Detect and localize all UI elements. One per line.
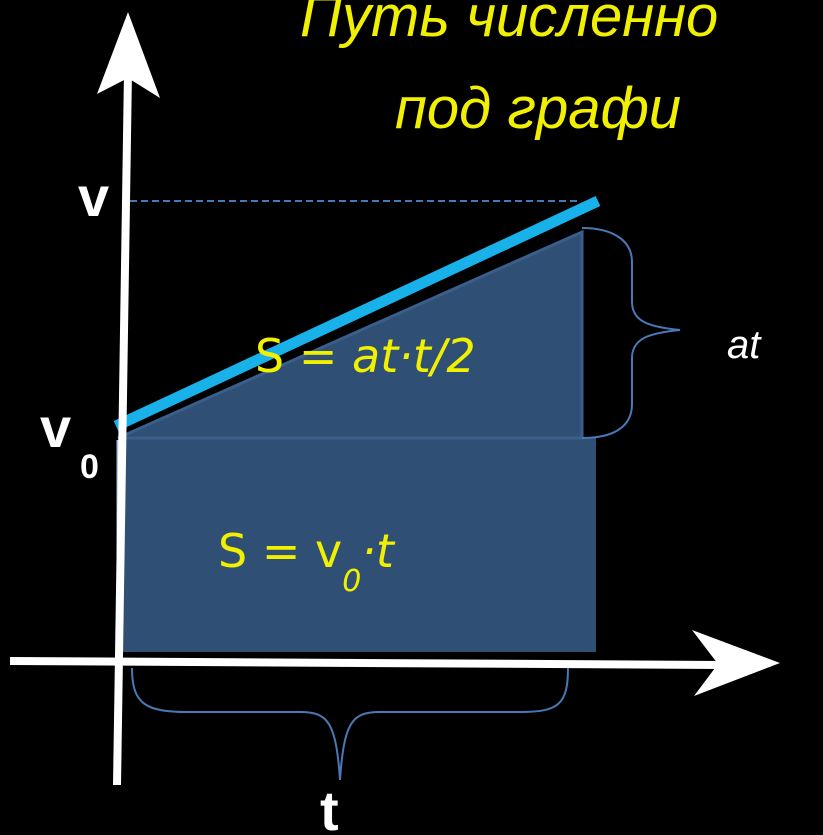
rectangle-area-formula: S = v0·t [218,524,396,599]
title-line-1: Путь численно [300,0,718,49]
at-brace-label: at [727,323,762,367]
rectangle-formula-prefix: S = v [218,524,342,578]
v0-label-subscript: 0 [80,448,99,486]
triangle-area-formula: S = at·t/2 [255,329,476,383]
x-axis-label: t [320,779,339,835]
at-brace [581,227,681,439]
y-axis [113,71,132,786]
velocity-line [113,196,601,431]
triangle-area [117,229,584,440]
rectangle-formula-subscript: 0 [342,564,361,599]
t-brace [131,667,569,781]
rectangle-formula-suffix: ·t [361,524,396,578]
y-axis-arrowhead [97,12,160,98]
triangle-formula-prefix: S = [255,329,352,383]
x-axis-arrowhead [692,630,780,696]
v0-label: v [40,396,71,459]
x-axis [9,657,723,669]
title-line-2: под графи [395,76,681,141]
rectangle-area [118,438,596,652]
triangle-formula-expression: at·t/2 [352,329,476,383]
y-axis-label: v [78,165,109,228]
